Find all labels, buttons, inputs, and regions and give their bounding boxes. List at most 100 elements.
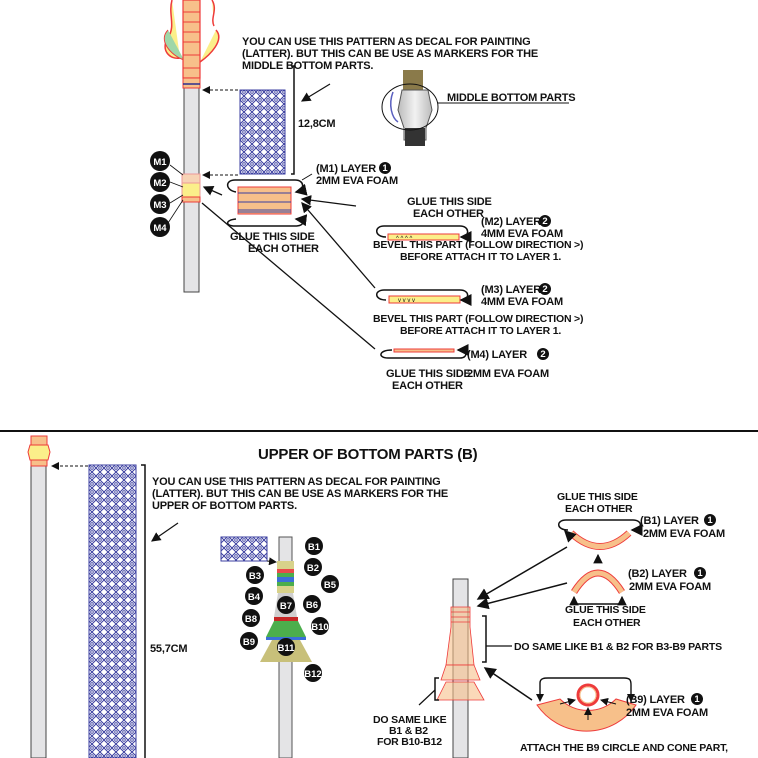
pattern-note-top-1: YOU CAN USE THIS PATTERN AS DECAL FOR PA… <box>242 36 530 48</box>
pattern-note-bottom-1: YOU CAN USE THIS PATTERN AS DECAL FOR PA… <box>152 476 440 488</box>
pattern-note-top-2: (LATTER). BUT THIS CAN BE USE AS MARKERS… <box>242 48 538 60</box>
b2-material: 2MM EVA FOAM <box>629 581 711 593</box>
svg-text:B9: B9 <box>243 637 255 648</box>
bottom-left-pole <box>27 435 51 758</box>
layer-2-badge-m4: 2 <box>537 348 549 360</box>
glue-b2-2: EACH OTHER <box>573 617 641 629</box>
svg-text:B6: B6 <box>306 600 318 611</box>
m3-material: 4MM EVA FOAM <box>481 296 563 308</box>
svg-text:B10: B10 <box>311 622 328 633</box>
top-pole <box>163 0 220 293</box>
bottom-right-pole <box>436 578 485 758</box>
svg-text:2: 2 <box>542 216 547 227</box>
svg-text:1: 1 <box>707 515 713 526</box>
layer-1-badge: 1 <box>379 162 391 174</box>
pattern-note-bottom-3: UPPER OF BOTTOM PARTS. <box>152 500 297 512</box>
glue-b2-1: GLUE THIS SIDE <box>565 604 646 616</box>
m1-material: 2MM EVA FOAM <box>316 175 398 187</box>
svg-text:B5: B5 <box>324 580 337 591</box>
svg-text:1: 1 <box>694 694 700 705</box>
svg-text:M3: M3 <box>153 200 166 211</box>
pattern-length-bottom: 55,7CM <box>150 643 187 655</box>
layer-1-badge-b2: 1 <box>694 567 706 579</box>
ornament-top <box>163 0 220 89</box>
marker-b8: B8 <box>242 609 260 627</box>
attach-note: ATTACH THE B9 CIRCLE AND CONE PART, <box>520 742 728 754</box>
marker-m3: M3 <box>150 194 170 214</box>
marker-b12: B12 <box>304 664 322 682</box>
marker-m4: M4 <box>150 217 170 237</box>
svg-text:1: 1 <box>697 568 703 579</box>
m2-piece <box>387 233 460 241</box>
svg-text:2: 2 <box>540 349 545 360</box>
b9-circle-piece <box>576 683 600 707</box>
pattern-length-top: 12,8CM <box>298 118 335 130</box>
pattern-note-top-3: MIDDLE BOTTOM PARTS. <box>242 60 373 72</box>
m3-title: (M3) LAYER <box>481 284 541 296</box>
svg-text:B2: B2 <box>307 563 319 574</box>
m1-title: (M1) LAYER <box>316 163 376 175</box>
m3-note-1: BEVEL THIS PART (FOLLOW DIRECTION >) <box>373 313 583 325</box>
b-markers: B1 B2 B3 B4 B5 B6 B7 B8 B9 B10 B11 B12 <box>240 537 339 682</box>
svg-text:B7: B7 <box>280 601 292 612</box>
glue-m2-1: GLUE THIS SIDE <box>407 196 492 208</box>
section-title: UPPER OF BOTTOM PARTS (B) <box>258 446 478 463</box>
glue-m1-1: GLUE THIS SIDE <box>230 231 315 243</box>
m2-note-2: BEFORE ATTACH IT TO LAYER 1. <box>400 251 561 263</box>
svg-text:2: 2 <box>542 284 547 295</box>
layer-1-badge-b1: 1 <box>704 514 716 526</box>
glue-m2-2: EACH OTHER <box>413 208 484 220</box>
b9-cone-piece <box>536 698 637 732</box>
bottom-middle-pole <box>220 536 312 758</box>
marker-m1: M1 <box>150 151 170 171</box>
middle-bottom-photo <box>381 70 439 146</box>
glue-m1-2: EACH OTHER <box>248 243 319 255</box>
svg-text:B12: B12 <box>304 669 321 680</box>
m4-piece <box>393 348 455 353</box>
m3-note-2: BEFORE ATTACH IT TO LAYER 1. <box>400 325 561 337</box>
marker-b4: B4 <box>245 587 263 605</box>
decal-pattern-top <box>239 89 286 175</box>
svg-text:1: 1 <box>382 163 388 174</box>
svg-text:B1: B1 <box>308 542 321 553</box>
svg-text:M4: M4 <box>153 223 167 234</box>
marker-b5: B5 <box>321 575 339 593</box>
svg-text:M1: M1 <box>153 157 167 168</box>
glue-m4-1: GLUE THIS SIDE <box>386 368 471 380</box>
glue-m4-2: EACH OTHER <box>392 380 463 392</box>
same-b10-b12-2: B1 & B2 <box>389 725 428 737</box>
svg-text:M2: M2 <box>153 178 166 189</box>
svg-text:^ ^ ^ ^: ^ ^ ^ ^ <box>396 236 412 242</box>
marker-b10: B10 <box>311 617 329 635</box>
same-b10-b12-3: FOR B10-B12 <box>377 736 442 748</box>
glue-b1-2: EACH OTHER <box>565 503 633 515</box>
pattern-note-bottom-2: (LATTER). BUT THIS CAN BE USE AS MARKERS… <box>152 488 448 500</box>
svg-text:B11: B11 <box>278 643 296 654</box>
m2-title: (M2) LAYER <box>481 216 541 228</box>
m4-title: (M4) LAYER <box>467 349 527 361</box>
decal-pattern-bottom <box>88 464 137 758</box>
marker-b6: B6 <box>303 595 321 613</box>
marker-m2: M2 <box>150 172 170 192</box>
photo-label: MIDDLE BOTTOM PARTS <box>447 92 575 104</box>
svg-text:B4: B4 <box>248 592 261 603</box>
marker-b7: B7 <box>277 596 295 614</box>
marker-b2: B2 <box>304 558 322 576</box>
svg-text:v v v v: v v v v <box>398 298 415 304</box>
layer-2-badge-m3: 2 <box>539 283 551 295</box>
b9-title: (B9) LAYER <box>626 694 685 706</box>
marker-b1: B1 <box>305 537 323 555</box>
same-b3-b9: DO SAME LIKE B1 & B2 FOR B3-B9 PARTS <box>514 641 722 653</box>
m2-note-1: BEVEL THIS PART (FOLLOW DIRECTION >) <box>373 239 583 251</box>
same-b10-b12-1: DO SAME LIKE <box>373 714 447 726</box>
marker-b9: B9 <box>240 632 258 650</box>
b9-material: 2MM EVA FOAM <box>626 707 708 719</box>
svg-text:B8: B8 <box>245 614 257 625</box>
glue-b1-1: GLUE THIS SIDE <box>557 491 638 503</box>
layer-2-badge: 2 <box>539 215 551 227</box>
m4-material: 2MM EVA FOAM <box>467 368 549 380</box>
layer-1-badge-b9: 1 <box>691 693 703 705</box>
svg-text:B3: B3 <box>249 571 261 582</box>
marker-b3: B3 <box>246 566 264 584</box>
